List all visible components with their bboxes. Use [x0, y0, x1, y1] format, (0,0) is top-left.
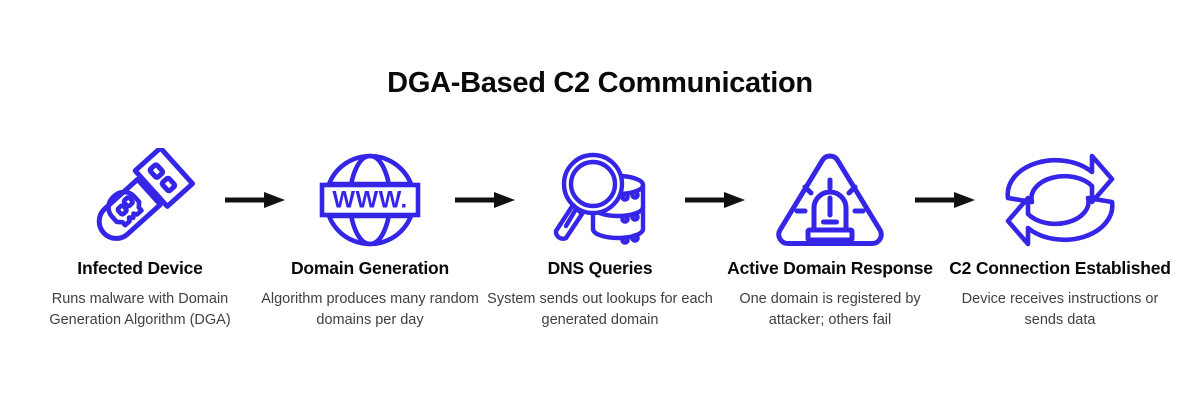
step-icon-c2-connection	[1000, 145, 1120, 255]
arrow-right-icon	[684, 189, 746, 211]
caption-description: Device receives instructions or sends da…	[961, 290, 1159, 328]
usb-skull-icon	[84, 148, 196, 252]
alert-siren-triangle-icon	[772, 148, 888, 252]
caption-description: Algorithm produces many random domains p…	[261, 290, 479, 328]
sync-arrows-icon	[1002, 148, 1118, 252]
arrow-right-icon	[914, 189, 976, 211]
caption-domain-generation: Domain Generation Algorithm produces man…	[255, 258, 485, 331]
arrow-right-icon	[454, 189, 516, 211]
caption-description: System sends out lookups for each genera…	[487, 290, 713, 328]
caption-c2-connection-established: C2 Connection Established Device receive…	[945, 258, 1175, 331]
flow-arrow-3	[660, 145, 770, 255]
caption-title: Infected Device	[77, 258, 203, 278]
step-icon-dns-queries	[540, 145, 660, 255]
flow-arrow-1	[200, 145, 310, 255]
caption-title: Domain Generation	[290, 258, 449, 278]
arrow-right-icon	[224, 189, 286, 211]
caption-description: Runs malware with Domain Generation Algo…	[49, 290, 231, 328]
caption-title: DNS Queries	[547, 258, 653, 278]
step-icon-active-domain-response	[770, 145, 890, 255]
page-title: DGA-Based C2 Communication	[387, 67, 813, 99]
caption-title: C2 Connection Established	[949, 258, 1171, 278]
globe-www-icon: WWW.	[316, 148, 424, 252]
step-icon-domain-generation: WWW.	[310, 145, 430, 255]
process-flow-icons: WWW.	[0, 140, 1200, 260]
caption-title: Active Domain Response	[727, 258, 933, 278]
magnifier-database-icon	[546, 147, 654, 253]
process-flow-captions: Infected Device Runs malware with Domain…	[0, 258, 1200, 331]
caption-active-domain-response: Active Domain Response One domain is reg…	[715, 258, 945, 331]
flow-arrow-4	[890, 145, 1000, 255]
step-icon-infected-device	[80, 145, 200, 255]
globe-banner-text: WWW.	[332, 187, 407, 214]
caption-dns-queries: DNS Queries System sends out lookups for…	[485, 258, 715, 331]
caption-description: One domain is registered by attacker; ot…	[739, 290, 921, 328]
flow-arrow-2	[430, 145, 540, 255]
caption-infected-device: Infected Device Runs malware with Domain…	[25, 258, 255, 331]
